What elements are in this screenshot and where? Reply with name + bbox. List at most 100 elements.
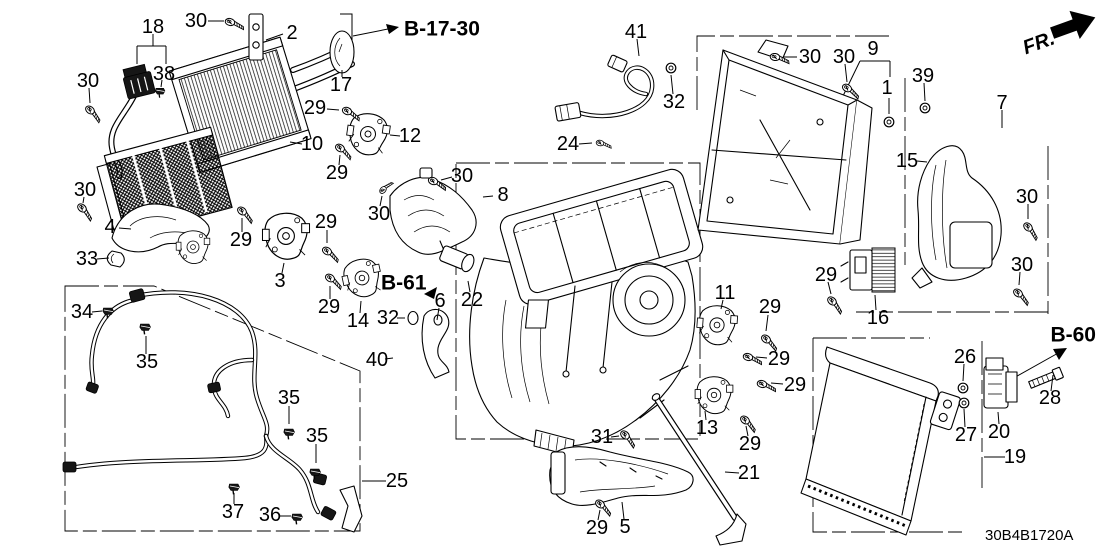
part-callout-12-10: 12 xyxy=(399,125,421,147)
part-callout-26-44: 26 xyxy=(954,346,976,368)
cap-33 xyxy=(106,250,125,268)
part-callout-27-53: 27 xyxy=(955,424,977,446)
leader-line-29 xyxy=(338,154,341,166)
leader-line-5 xyxy=(621,501,625,520)
clip-38 xyxy=(154,87,166,99)
leader-line-8 xyxy=(482,195,494,198)
harness-group-box xyxy=(64,285,361,532)
actuator-14 xyxy=(338,255,386,302)
part-callout-7-18: 7 xyxy=(996,92,1007,114)
part-callout-35-50: 35 xyxy=(306,425,328,447)
lower-duct-5 xyxy=(549,446,694,507)
part-callout-37-60: 37 xyxy=(222,501,244,523)
duct-cover-15 xyxy=(911,145,1002,289)
leader-line-3 xyxy=(281,262,285,274)
leader-line-41 xyxy=(636,38,640,57)
leader-line-29 xyxy=(827,281,832,295)
clip-35a xyxy=(139,323,152,336)
part-callout-B-61-30: B-61 xyxy=(381,272,427,295)
leader-line-30 xyxy=(82,196,85,204)
part-callout-30-42: 30 xyxy=(1011,254,1033,276)
part-callout-29-8: 29 xyxy=(304,97,326,119)
part-callout-40-57: 40 xyxy=(366,349,388,371)
clip-36 xyxy=(291,513,304,526)
fr-arrow-icon xyxy=(1050,10,1096,40)
leader-line-30 xyxy=(440,176,453,181)
part-callout-30-24: 30 xyxy=(368,203,390,225)
leader-line-10 xyxy=(289,141,303,145)
leader-line-4 xyxy=(118,227,132,230)
part-callout-15-19: 15 xyxy=(896,150,918,172)
actuator-12 xyxy=(343,110,393,158)
leader-line-34 xyxy=(91,310,103,313)
leader-line-15 xyxy=(916,160,928,163)
leader-line-11 xyxy=(720,299,724,310)
leader-line-22 xyxy=(467,280,471,293)
part-callout-29-40: 29 xyxy=(815,264,837,286)
part-callout-29-33: 29 xyxy=(318,296,340,318)
leader-line-32 xyxy=(670,74,674,95)
part-callout-31-59: 31 xyxy=(591,426,613,448)
actuator-11 xyxy=(695,303,739,347)
part-callout-30-14: 30 xyxy=(833,46,855,68)
part-callout-8-23: 8 xyxy=(497,184,508,206)
b1730-arrowhead-icon xyxy=(386,24,399,34)
leader-line-12 xyxy=(389,134,401,137)
part-callout-30-39: 30 xyxy=(1016,186,1038,208)
leader-line-39 xyxy=(923,82,926,102)
b60-arrow xyxy=(1009,348,1067,381)
leader-line-21 xyxy=(724,471,740,474)
bracket-9-1 xyxy=(842,60,891,114)
evaporator-19 xyxy=(800,346,961,536)
leader-line-29 xyxy=(765,314,769,332)
clip-35b xyxy=(283,428,296,441)
part-callout-11-37: 11 xyxy=(715,282,736,304)
part-callout-14-34: 14 xyxy=(347,310,369,332)
thermistor-wire-41 xyxy=(554,54,655,122)
leader-line-29 xyxy=(326,108,340,111)
part-callout-13-51: 13 xyxy=(696,417,718,439)
actuator-13 xyxy=(694,376,734,415)
grommet-32b xyxy=(407,310,419,326)
part-callout-35-48: 35 xyxy=(136,351,158,373)
part-callout-29-62: 29 xyxy=(586,517,608,539)
actuator-3 xyxy=(261,212,311,260)
part-callout-32-35: 32 xyxy=(377,307,399,329)
part-callout-17-6: 17 xyxy=(330,74,352,96)
part-callout-20-54: 20 xyxy=(988,421,1010,443)
part-callout-30-5: 30 xyxy=(77,70,99,92)
leader-line-28 xyxy=(1050,374,1054,392)
part-callout-34-36: 34 xyxy=(71,301,93,323)
part-callout-33-28: 33 xyxy=(76,248,98,270)
part-callout-36-61: 36 xyxy=(259,504,281,526)
evaporator-group-box xyxy=(812,337,983,533)
leader-line-30 xyxy=(1018,271,1021,286)
sensor-22 xyxy=(439,240,475,273)
part-callout-41-7: 41 xyxy=(625,21,647,43)
heater-unit-main xyxy=(469,168,704,457)
part-callout-29-47: 29 xyxy=(784,374,806,396)
leader-line-30 xyxy=(379,195,383,207)
diagram-code: 30B4B1720A xyxy=(985,527,1073,544)
part-callout-29-38: 29 xyxy=(759,296,781,318)
strap-6 xyxy=(421,308,450,379)
blower-motor-small xyxy=(175,230,211,265)
part-callout-30-22: 30 xyxy=(74,179,96,201)
part-callout-29-46: 29 xyxy=(768,348,790,370)
part-callout-6-31: 6 xyxy=(434,290,445,312)
power-transistor-16 xyxy=(840,247,896,293)
leader-line-26 xyxy=(962,363,965,382)
part-callout-22-32: 22 xyxy=(461,289,483,311)
part-callout-25-58: 25 xyxy=(386,470,408,492)
leader-line-20 xyxy=(997,411,1000,425)
fr-direction: FR. xyxy=(1020,10,1096,59)
part-callout-29-25: 29 xyxy=(315,211,337,233)
clip-37 xyxy=(228,483,241,496)
part-callout-30-13: 30 xyxy=(799,46,821,68)
part-callout-18-0: 18 xyxy=(142,16,164,38)
leader-line-6 xyxy=(436,307,440,321)
leader-line-29 xyxy=(755,356,768,359)
leader-line-29 xyxy=(597,509,601,521)
